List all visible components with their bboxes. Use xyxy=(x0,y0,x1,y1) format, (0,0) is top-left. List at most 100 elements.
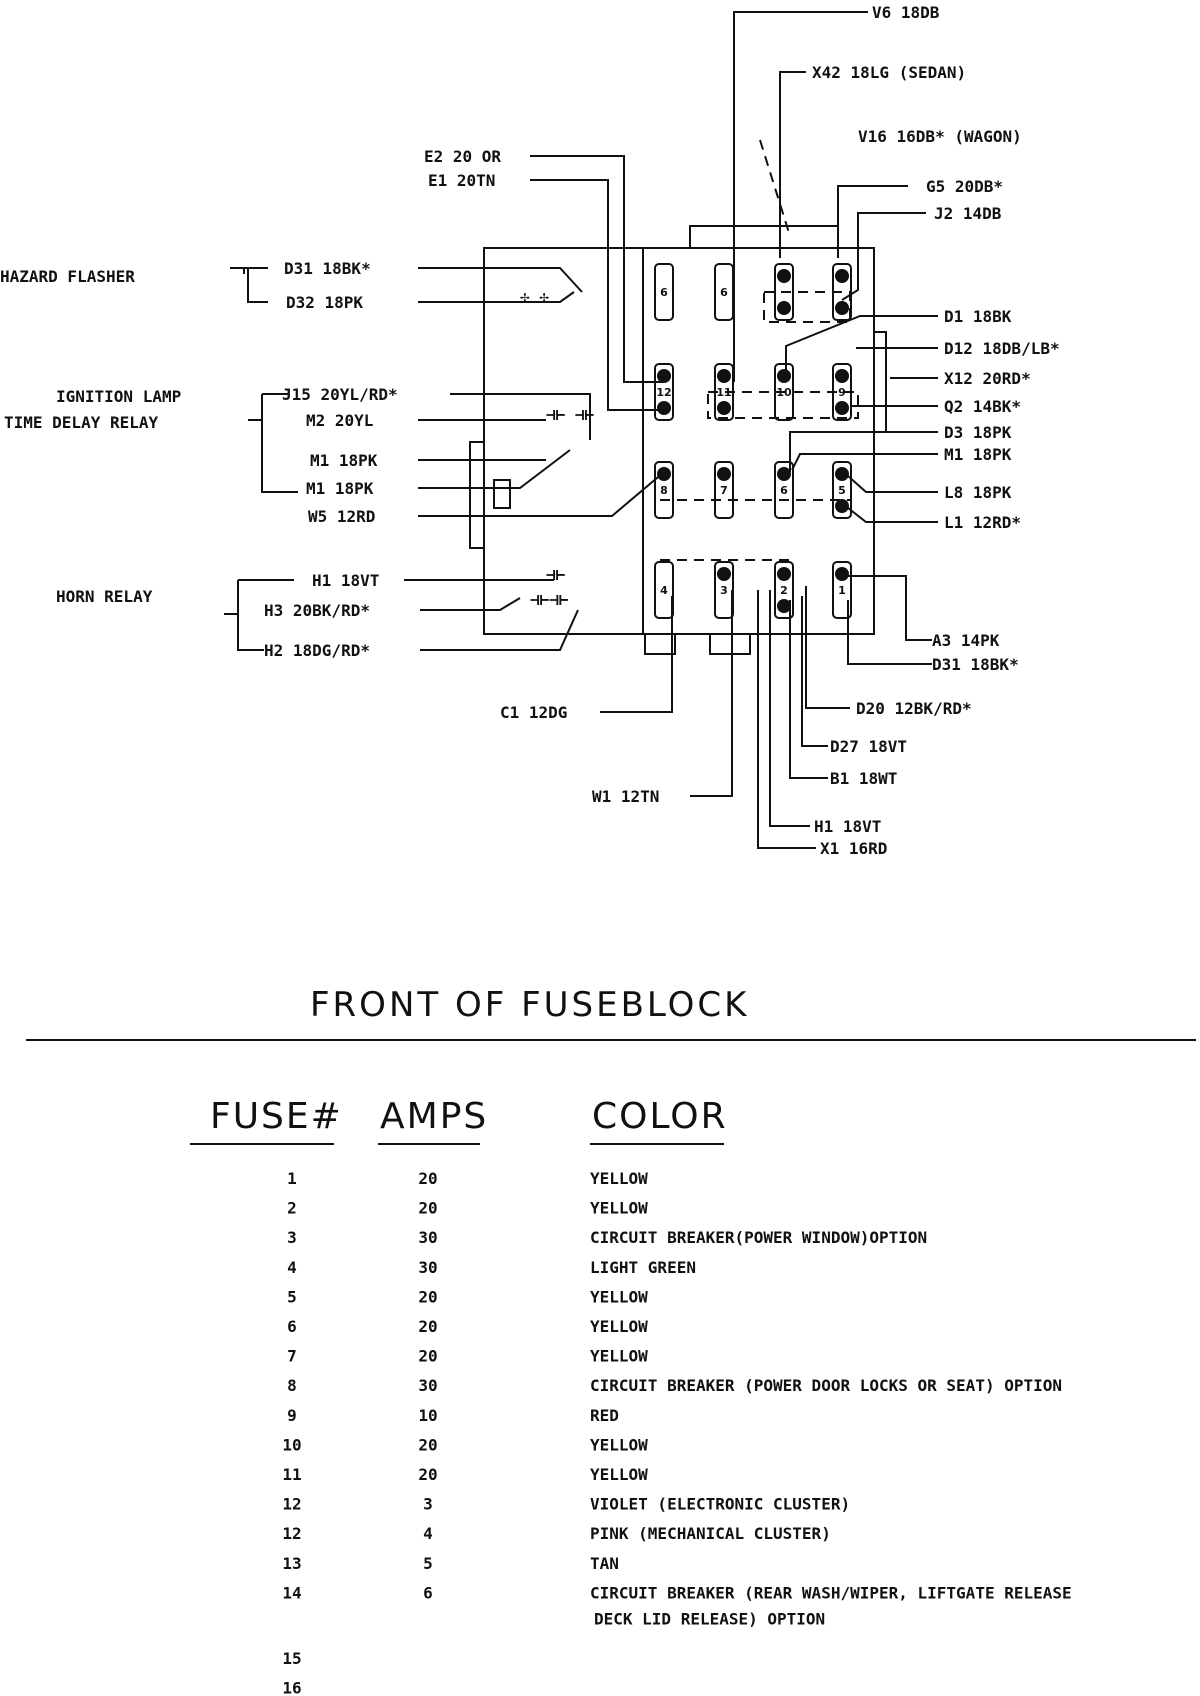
wire-x42: X42 18LG (SEDAN) xyxy=(812,63,966,82)
fuse-slot-number: 3 xyxy=(720,584,728,597)
fuse-slot-number: 7 xyxy=(720,484,728,497)
wire-a3: A3 14PK xyxy=(932,631,1000,650)
wire-d20: D20 12BK/RD* xyxy=(856,699,972,718)
wire-d3: D3 18PK xyxy=(944,423,1012,442)
wire-d32: D32 18PK xyxy=(286,293,363,312)
fuse-amps-cell: 20 xyxy=(418,1435,437,1454)
wire-q2: Q2 14BK* xyxy=(944,397,1021,416)
fuse-slot: 4 xyxy=(654,561,674,619)
wire-h2: H2 18DG/RD* xyxy=(264,641,370,660)
hazard-flasher-label: HAZARD FLASHER xyxy=(0,267,135,286)
fuse-slot: 7 xyxy=(714,461,734,519)
fuse-amps-cell: 30 xyxy=(418,1376,437,1395)
fuse-number-cell: 12 xyxy=(282,1495,301,1514)
header-color: COLOR xyxy=(592,1096,728,1137)
wire-d31-hazard: D31 18BK* xyxy=(284,259,371,278)
fuse-color-cell: YELLOW xyxy=(590,1435,648,1454)
diagram-labels: HAZARD FLASHER IGNITION LAMP TIME DELAY … xyxy=(0,3,1060,858)
fuse-number-cell: 13 xyxy=(282,1554,301,1573)
wire-x12: X12 20RD* xyxy=(944,369,1031,388)
terminal-dot xyxy=(777,567,791,581)
wire-g5: G5 20DB* xyxy=(926,177,1003,196)
wire-v16: V16 16DB* (WAGON) xyxy=(858,127,1022,146)
relays: ✢ ✢ ⊣⊢ ⊣⊢ ⊣⊢ ⊣⊢⊣⊢ xyxy=(520,287,594,609)
fuse-slot-number: 2 xyxy=(780,584,788,597)
wire-m1-right: M1 18PK xyxy=(944,445,1012,464)
fuse-slot: 8 xyxy=(654,461,674,519)
dashed-links xyxy=(660,139,859,561)
horn-relay-icon: ⊣⊢ xyxy=(546,565,565,584)
wire-h1-bottom: H1 18VT xyxy=(814,817,881,836)
fuse-color-cell: YELLOW xyxy=(590,1465,648,1484)
fuse-amps-cell: 3 xyxy=(423,1495,433,1514)
fuse-slot: 12 xyxy=(654,363,674,421)
fuse-color-cell-cont: DECK LID RELEASE) OPTION xyxy=(594,1609,825,1628)
fuse-slot-number: 6 xyxy=(780,484,788,497)
wire-w1: W1 12TN xyxy=(592,787,659,806)
fuse-number-cell: 4 xyxy=(287,1258,297,1277)
fuse-slot-number: 6 xyxy=(720,286,728,299)
fuse-slot-number: 8 xyxy=(660,484,668,497)
fuse-slot-number: 12 xyxy=(656,386,671,399)
fuse-color-cell: YELLOW xyxy=(590,1199,648,1218)
terminal-dot xyxy=(777,467,791,481)
terminal-dot xyxy=(835,301,849,315)
fuse-slot: 9 xyxy=(832,363,852,421)
terminal-dot xyxy=(657,467,671,481)
wire-l8: L8 18PK xyxy=(944,483,1012,502)
wire-b1: B1 18WT xyxy=(830,769,897,788)
fuse-slot: 6 xyxy=(774,461,794,519)
terminal-dot xyxy=(835,567,849,581)
terminal-dot xyxy=(835,467,849,481)
fuse-number-cell: 15 xyxy=(282,1649,301,1668)
fuse-number-cell: 10 xyxy=(282,1435,301,1454)
wire-m1-a: M1 18PK xyxy=(310,451,378,470)
fuse-amps-cell: 30 xyxy=(418,1228,437,1247)
ignition-relay-icon: ⊣⊢ ⊣⊢ xyxy=(546,405,594,424)
fuse-slot: 1 xyxy=(832,561,852,619)
wire-d12: D12 18DB/LB* xyxy=(944,339,1060,358)
fuse-color-cell: CIRCUIT BREAKER (POWER DOOR LOCKS OR SEA… xyxy=(590,1376,1062,1395)
terminal-dot xyxy=(657,369,671,383)
fuse-number-cell: 2 xyxy=(287,1199,297,1218)
wire-x1: X1 16RD xyxy=(820,839,887,858)
page-title: FRONT OF FUSEBLOCK xyxy=(310,985,749,1025)
header-amps: AMPS xyxy=(380,1096,488,1137)
fuse-color-cell: RED xyxy=(590,1406,619,1425)
fuse-slot: 11 xyxy=(714,363,734,421)
terminal-dot xyxy=(835,401,849,415)
fuse-slot: 6 xyxy=(654,263,674,321)
fuse-slot-number: 5 xyxy=(838,484,846,497)
wire-m1-b: M1 18PK xyxy=(306,479,374,498)
fuse-slot: 2 xyxy=(774,561,794,619)
horn-relay-label: HORN RELAY xyxy=(56,587,153,606)
wire-l1: L1 12RD* xyxy=(944,513,1021,532)
terminal-dot xyxy=(657,401,671,415)
fuse-color-cell: VIOLET (ELECTRONIC CLUSTER) xyxy=(590,1495,850,1514)
wire-j2: J2 14DB xyxy=(934,204,1002,223)
terminal-dot xyxy=(777,599,791,613)
fuse-slot-number: 11 xyxy=(716,386,731,399)
fuse-slot: 6 xyxy=(714,263,734,321)
fuse-color-cell: CIRCUIT BREAKER (REAR WASH/WIPER, LIFTGA… xyxy=(590,1583,1072,1602)
fuse-amps-cell: 20 xyxy=(418,1347,437,1366)
wire-j15: J15 20YL/RD* xyxy=(282,385,398,404)
fuse-number-cell: 3 xyxy=(287,1228,297,1247)
fuse-number-cell: 7 xyxy=(287,1347,297,1366)
time-delay-relay-label: TIME DELAY RELAY xyxy=(4,413,158,432)
fuse-number-cell: 9 xyxy=(287,1406,297,1425)
wire-d27: D27 18VT xyxy=(830,737,907,756)
terminal-dot xyxy=(777,369,791,383)
terminal-dot xyxy=(835,269,849,283)
leader-lines xyxy=(224,11,938,849)
fuse-slot-number: 1 xyxy=(838,584,846,597)
fuse-color-cell: YELLOW xyxy=(590,1347,648,1366)
fuse-slot-number: 4 xyxy=(660,584,668,597)
fuse-slot-number: 6 xyxy=(660,286,668,299)
fuse-color-cell: YELLOW xyxy=(590,1317,648,1336)
terminal-dot xyxy=(717,467,731,481)
fuse-color-cell: LIGHT GREEN xyxy=(590,1258,696,1277)
fuse-number-cell: 1 xyxy=(287,1169,297,1188)
